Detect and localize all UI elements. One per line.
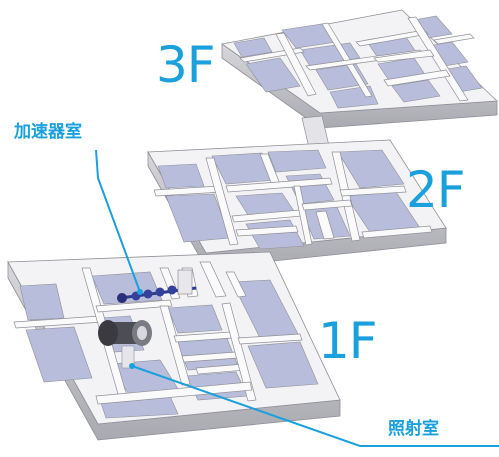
accelerator-room-leader xyxy=(95,149,141,293)
callout-lines xyxy=(95,149,499,447)
floor-3f xyxy=(220,9,498,129)
irradiation-room-marker xyxy=(129,363,135,369)
floor-2f xyxy=(147,139,447,269)
floor-1f xyxy=(7,251,341,441)
callout-irradiation-room: 照射室 xyxy=(388,419,439,439)
floor-label-2f: 2F xyxy=(406,161,466,219)
floor-label-1f: 1F xyxy=(318,312,378,370)
accelerator-room-marker xyxy=(137,289,143,295)
irradiation-gantry xyxy=(98,320,152,369)
floor-label-3f: 3F xyxy=(156,36,216,94)
accelerator-beamline xyxy=(117,269,197,303)
callout-accelerator-room: 加速器室 xyxy=(14,122,82,142)
irradiation-room-leader xyxy=(131,365,499,447)
